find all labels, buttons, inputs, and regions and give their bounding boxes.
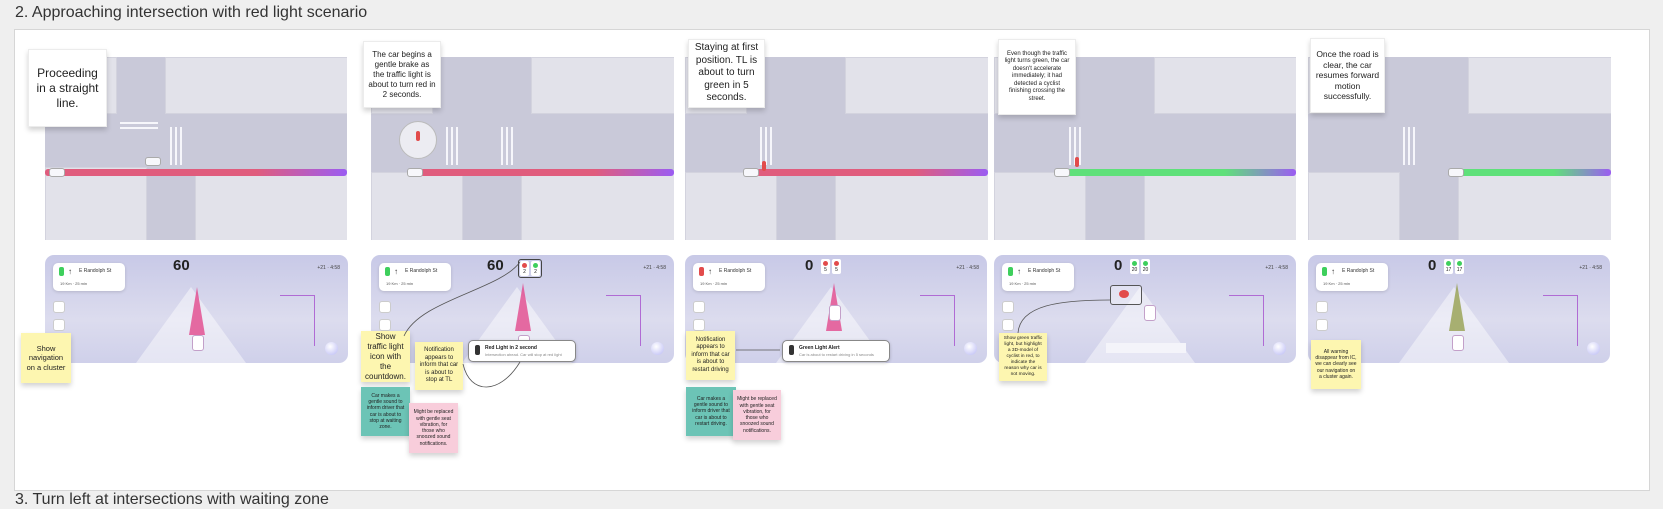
note-vibration-stop: Might be replaced with gentle seat vibra… (409, 403, 458, 453)
ego-car (1448, 168, 1464, 177)
next-section-title: 3. Turn left at intersections with waiti… (15, 491, 329, 508)
status-bar: +21 · 4:58 (956, 265, 979, 271)
traffic-light-icon: 5 (832, 259, 841, 274)
traffic-light-icon (762, 161, 766, 171)
caption-note-4: Even though the traffic light turns gree… (998, 39, 1076, 115)
route-line (1058, 169, 1296, 176)
note-sound-stop: Car makes a gentle sound to inform drive… (361, 387, 410, 436)
traffic-light-icon (789, 345, 794, 355)
cluster-ego-car (1144, 305, 1156, 321)
section-title: 2. Approaching intersection with red lig… (15, 4, 368, 21)
traffic-light-icon: 20 (1141, 259, 1150, 274)
speed-readout: 0 (805, 257, 814, 274)
cyclist-model (1119, 290, 1129, 298)
caption-note-1: Proceeding in a straight line. (28, 49, 107, 127)
traffic-light-countdown: 2 2 (518, 259, 542, 278)
speed-readout: 0 (1114, 257, 1123, 274)
note-highlight-cyclist: Show green traffic light, but highlight … (999, 333, 1047, 381)
status-bar: +21 · 4:58 (1579, 265, 1602, 271)
nav-card: ↑ E Randolph St 19 Km · 25 min (53, 263, 125, 291)
route-line (411, 169, 674, 176)
status-bar: +21 · 4:58 (1265, 265, 1288, 271)
speed-readout: 60 (173, 257, 190, 274)
cluster-display-1: ↑ E Randolph St 19 Km · 25 min 60 +21 · … (45, 255, 348, 363)
assistant-orb[interactable] (964, 342, 977, 355)
note-show-navigation: Show navigation on a cluster (21, 333, 71, 383)
cluster-ego-car (1452, 335, 1464, 351)
ego-car (49, 168, 65, 177)
notification-red-light[interactable]: Red Light in 2 second Intersection ahead… (468, 340, 576, 362)
note-warnings-disappear: All warning disappear from IC, we can cl… (1311, 340, 1361, 389)
note-show-tl-icon: Show traffic light icon with the countdo… (361, 331, 410, 382)
assistant-orb[interactable] (1273, 342, 1286, 355)
speed-readout: 0 (1428, 257, 1437, 274)
cluster-display-4: ↑ E Randolph St 19 Km · 25 min 0 20 20 +… (994, 255, 1296, 363)
traffic-light-countdown: 17 17 (1444, 259, 1464, 274)
traffic-light-countdown: 20 20 (1130, 259, 1150, 274)
nav-card: ↑ E Randolph St 19 Km · 25 min (1002, 263, 1074, 291)
ego-car (1054, 168, 1070, 177)
nav-card: ↑ E Randolph St 19 Km · 25 min (379, 263, 451, 291)
notification-green-light[interactable]: Green Light Alert Car is about to restar… (782, 340, 890, 362)
map-view-4 (994, 57, 1296, 240)
cluster-ego-car (829, 305, 841, 321)
note-notification-stop: Notification appears to inform that car … (415, 342, 463, 390)
route-line (45, 169, 347, 176)
route-line (745, 169, 988, 176)
traffic-light-icon: 17 (1444, 259, 1453, 274)
traffic-light-icon (475, 345, 480, 355)
assistant-orb[interactable] (1587, 342, 1600, 355)
cyclist-marker (1075, 157, 1079, 167)
ego-car (407, 168, 423, 177)
caption-note-3: Staying at first position. TL is about t… (688, 39, 765, 108)
status-bar: +21 · 4:58 (317, 265, 340, 271)
note-vibration-restart: Might be replaced with gentle seat vibra… (733, 390, 781, 440)
traffic-light-icon: 20 (1130, 259, 1139, 274)
traffic-light-icon: 2 (531, 261, 540, 276)
note-sound-restart: Car makes a gentle sound to inform drive… (686, 387, 736, 436)
caption-note-2: The car begins a gentle brake as the tra… (363, 41, 441, 108)
assistant-orb[interactable] (325, 342, 338, 355)
traffic-light-countdown: 5 5 (821, 259, 841, 274)
speed-readout: 60 (487, 257, 504, 274)
nav-card: ↑ E Randolph St 19 Km · 25 min (693, 263, 765, 291)
cluster-ego-car (192, 335, 204, 351)
caption-note-5: Once the road is clear, the car resumes … (1310, 38, 1385, 113)
note-notification-restart: Notification appears to inform that car … (686, 331, 735, 380)
traffic-light-icon: 5 (821, 259, 830, 274)
assistant-orb[interactable] (651, 342, 664, 355)
nav-card: ↑ E Randolph St 19 Km · 25 min (1316, 263, 1388, 291)
traffic-light-icon (416, 131, 420, 141)
traffic-light-icon: 2 (520, 261, 529, 276)
route-line (1448, 169, 1611, 176)
ego-car (743, 168, 759, 177)
status-bar: +21 · 4:58 (643, 265, 666, 271)
traffic-light-icon: 17 (1455, 259, 1464, 274)
traffic-light-highlight (399, 121, 437, 159)
